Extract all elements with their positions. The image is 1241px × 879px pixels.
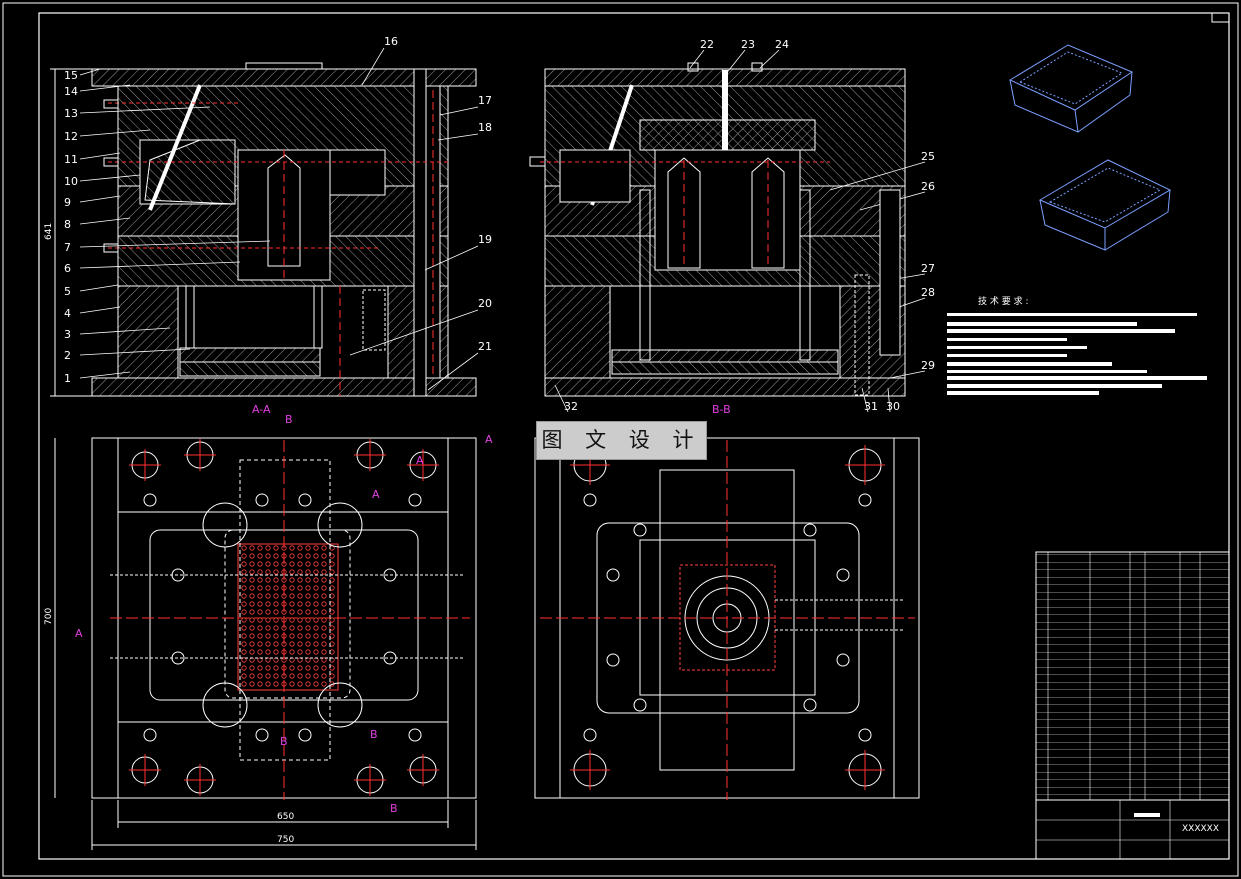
- callout-label: 25: [921, 150, 935, 163]
- callout-label: 22: [700, 38, 714, 51]
- product-3d-view-bottom: [1038, 159, 1172, 251]
- section-mark-b1: B: [285, 413, 293, 426]
- front-section-view: 6 4 1: [44, 62, 477, 397]
- watermark: 图 文 设 计: [536, 421, 707, 460]
- product-3d-view-top: [1008, 44, 1134, 133]
- callout-label: 8: [64, 218, 71, 231]
- callout-label: 32: [564, 400, 578, 413]
- callout-label: 20: [478, 297, 492, 310]
- callout-label: 26: [921, 180, 935, 193]
- dim-750: 750: [277, 835, 294, 845]
- callout-label: 12: [64, 130, 78, 143]
- moving-half-plan-view: 700 650 750: [44, 437, 477, 850]
- callout-label: 10: [64, 175, 78, 188]
- callout-label: 2: [64, 349, 71, 362]
- callout-label: 19: [478, 233, 492, 246]
- section-title-bb: B-B: [712, 403, 731, 416]
- callout-label: 13: [64, 107, 78, 120]
- section-mark-b2: B: [390, 802, 398, 815]
- callout-label: 6: [64, 262, 71, 275]
- callout-label: 27: [921, 262, 935, 275]
- section-mark-a3: A: [416, 454, 424, 467]
- callout-label: 1: [64, 372, 71, 385]
- callout-label: 21: [478, 340, 492, 353]
- section-mark-a1: A: [75, 627, 83, 640]
- section-mark-b4: B: [280, 735, 288, 748]
- callout-label: 3: [64, 328, 71, 341]
- callout-label: 7: [64, 241, 71, 254]
- tech-req-title: 技 术 要 求 :: [978, 295, 1028, 307]
- callout-label: 30: [886, 400, 900, 413]
- section-mark-a2: A: [485, 433, 493, 446]
- side-section-view: [529, 62, 906, 397]
- callout-label: 17: [478, 94, 492, 107]
- dim-width-700: 700: [44, 608, 54, 625]
- section-title-aa: A-A: [252, 403, 271, 416]
- callout-label: 15: [64, 69, 78, 82]
- parts-list-table: [1035, 551, 1230, 860]
- callout-label: 31: [864, 400, 878, 413]
- callout-label: 11: [64, 153, 78, 166]
- callout-label: 24: [775, 38, 789, 51]
- dim-height: 641: [44, 223, 54, 240]
- section-mark-b3: B: [370, 728, 378, 741]
- callout-label: 28: [921, 286, 935, 299]
- callout-label: 9: [64, 196, 71, 209]
- fixed-half-plan-view: [534, 437, 920, 800]
- right-callouts-left: 16 17 18 19 20 21 22 23 24 25 26 27 28 29 30 31 32: [349, 35, 935, 413]
- callout-label: 4: [64, 307, 71, 320]
- section-mark-a4: A: [372, 488, 380, 501]
- callout-label: 29: [921, 359, 935, 372]
- callout-label: 16: [384, 35, 398, 48]
- callout-label: 23: [741, 38, 755, 51]
- callout-label: 14: [64, 85, 78, 98]
- callout-label: 5: [64, 285, 71, 298]
- corner-box: [1211, 12, 1230, 23]
- dim-650: 650: [277, 812, 294, 822]
- inner-border: [38, 12, 1230, 860]
- title-block-text: XXXXXX: [1182, 824, 1219, 834]
- callout-label: 18: [478, 121, 492, 134]
- tech-req-lines: [947, 313, 1207, 395]
